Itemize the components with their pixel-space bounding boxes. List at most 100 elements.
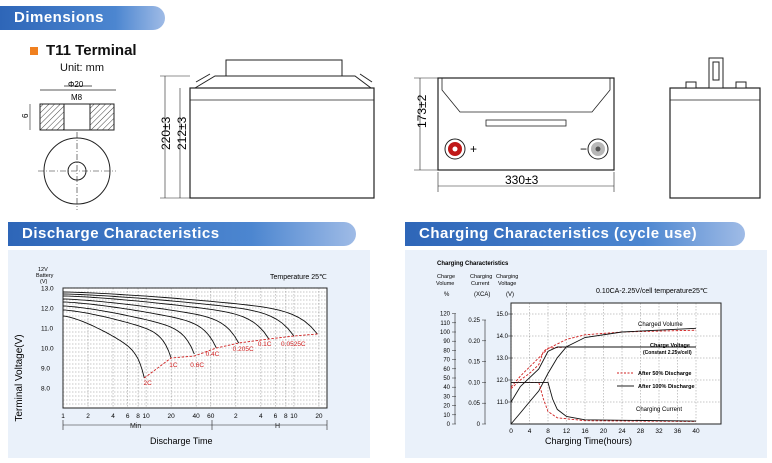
label-charge-voltage-sub: (Constant 2.25v/cell) bbox=[643, 350, 692, 356]
cc-current-50 bbox=[511, 381, 697, 422]
cc-xtick-label: 20 bbox=[600, 428, 608, 435]
label-charged-volume: Charged Volume bbox=[638, 322, 683, 328]
dc-end-voltage-line bbox=[144, 333, 318, 379]
cc-current-tick: 0 bbox=[477, 422, 481, 428]
label-after100: After 100% Discharge bbox=[638, 384, 695, 390]
discharge-h-label: H bbox=[275, 423, 280, 430]
discharge-chart: Terminal Voltage(V) 12V Battery (V) Temp… bbox=[14, 267, 328, 446]
cc-current-tick: 0.15 bbox=[468, 360, 480, 366]
charging-header: Charging Characteristics (cycle use) bbox=[405, 222, 745, 246]
dc-xtick-label: 20 bbox=[168, 413, 176, 420]
cc-xtick-label: 0 bbox=[509, 428, 513, 435]
cc-pct-tick: 120 bbox=[440, 312, 451, 318]
dc-xtick-label: 20 bbox=[315, 413, 323, 420]
cc-voltage-tick: 14.0 bbox=[496, 334, 508, 340]
dc-xtick-label: 10 bbox=[143, 413, 151, 420]
cc-pct-tick: 100 bbox=[440, 330, 451, 336]
dc-xtick-label: 10 bbox=[290, 413, 298, 420]
battery-top-view: + − 173±2 330±3 bbox=[414, 77, 615, 192]
charging-subtitle: Charging Characteristics bbox=[437, 261, 509, 267]
dc-xtick-label: 2 bbox=[234, 413, 238, 420]
discharge-temperature: Temperature 25℃ bbox=[270, 274, 327, 281]
cc-xtick-label: 12 bbox=[563, 428, 571, 435]
dim-length: 330±3 bbox=[505, 173, 539, 187]
dc-xtick-label: 40 bbox=[193, 413, 201, 420]
col-charging-voltage-1: Voltage bbox=[498, 281, 516, 287]
cc-voltage-tick: 15.0 bbox=[496, 312, 508, 318]
col-charge-volume-1: Volume bbox=[436, 281, 454, 287]
dc-xtick-label: 8 bbox=[284, 413, 288, 420]
cc-xtick-label: 40 bbox=[692, 428, 700, 435]
cc-volume-100 bbox=[510, 327, 697, 425]
dc-rate-label: 1C bbox=[169, 362, 178, 369]
dc-rate-label: 0.6C bbox=[190, 362, 204, 369]
dc-curve bbox=[62, 309, 172, 359]
terminal-unit: Unit: mm bbox=[60, 62, 104, 74]
dimensions-header: Dimensions bbox=[0, 6, 165, 30]
cc-current-tick: 0.20 bbox=[468, 339, 480, 345]
charging-condition: 0.10CA-2.25V/cell temperature25℃ bbox=[596, 288, 708, 295]
charging-xlabel: Charging Time(hours) bbox=[545, 436, 632, 446]
cc-pct-tick: 30 bbox=[443, 394, 450, 400]
cc-current-100 bbox=[511, 381, 697, 422]
minus-sign: − bbox=[580, 142, 587, 156]
discharge-yheader-2: (V) bbox=[40, 279, 48, 285]
dc-curve bbox=[62, 298, 240, 344]
dc-curve bbox=[62, 301, 217, 349]
dim-height-total: 220±3 bbox=[159, 116, 173, 150]
terminal-title: T11 Terminal bbox=[46, 42, 137, 59]
dc-curve bbox=[62, 293, 295, 337]
dc-rate-label: 0.205C bbox=[233, 346, 254, 353]
label-charging-current: Charging Current bbox=[636, 407, 682, 413]
battery-end-view bbox=[669, 57, 761, 199]
plus-sign: + bbox=[470, 142, 477, 156]
dc-xtick-label: 2 bbox=[86, 413, 90, 420]
dc-ytick-label: 13.0 bbox=[41, 286, 54, 293]
terminal-bullet bbox=[30, 47, 38, 55]
dc-xtick-label: 4 bbox=[111, 413, 115, 420]
dc-ytick-label: 12.0 bbox=[41, 306, 54, 313]
dc-ytick-label: 10.0 bbox=[41, 346, 54, 353]
cc-voltage-tick: 12.0 bbox=[496, 378, 508, 384]
cc-pct-tick: 10 bbox=[443, 413, 450, 419]
col-charge-volume-0: Charge bbox=[437, 274, 455, 280]
cc-xtick-label: 8 bbox=[546, 428, 550, 435]
cc-voltage-tick: 13.0 bbox=[496, 356, 508, 362]
cc-pct-tick: 60 bbox=[443, 367, 450, 373]
dc-ytick-label: 9.0 bbox=[41, 366, 50, 373]
unit-percent: % bbox=[444, 292, 450, 298]
discharge-min-label: Min bbox=[130, 423, 141, 430]
dc-curve bbox=[62, 305, 195, 355]
unit-v: (V) bbox=[506, 292, 514, 298]
dc-rate-label: 2C bbox=[144, 380, 153, 387]
dc-xtick-label: 1 bbox=[61, 413, 65, 420]
cc-voltage-100 bbox=[510, 346, 696, 403]
terminal-height: 6 bbox=[21, 113, 30, 118]
dc-ytick-label: 11.0 bbox=[41, 326, 54, 333]
cc-voltage-tick: 11.0 bbox=[497, 400, 509, 406]
unit-xca: (XCA) bbox=[474, 292, 490, 298]
cc-current-tick: 0.05 bbox=[468, 401, 480, 407]
dc-xtick-label: 60 bbox=[207, 413, 215, 420]
cc-pct-tick: 50 bbox=[443, 376, 450, 382]
terminal-bolt: M8 bbox=[71, 93, 83, 102]
col-charging-current-1: Current bbox=[471, 281, 490, 287]
dc-xtick-label: 4 bbox=[259, 413, 263, 420]
dim-width: 173±2 bbox=[415, 94, 429, 128]
terminal-drawing: Φ20 M8 6 220±3 212±3 + − 173±2 bbox=[21, 57, 761, 210]
dc-curve bbox=[62, 295, 270, 340]
discharge-header: Discharge Characteristics bbox=[8, 222, 356, 246]
discharge-yheader-0: 12V bbox=[38, 267, 48, 273]
terminal-phi: Φ20 bbox=[68, 80, 84, 89]
dc-rate-label: 0.4C bbox=[206, 351, 220, 358]
battery-side-view: 220±3 212±3 bbox=[159, 59, 375, 199]
cc-volume-50 bbox=[510, 329, 697, 388]
dc-rate-label: 0.1C bbox=[258, 341, 272, 348]
col-charging-current-0: Charging bbox=[470, 274, 492, 280]
cc-current-tick: 0.25 bbox=[468, 318, 480, 324]
cc-xtick-label: 28 bbox=[637, 428, 645, 435]
dim-height-case: 212±3 bbox=[175, 116, 189, 150]
dc-xtick-label: 8 bbox=[136, 413, 140, 420]
label-charge-voltage: Charge Voltage bbox=[650, 343, 690, 349]
dc-curve bbox=[62, 315, 145, 379]
